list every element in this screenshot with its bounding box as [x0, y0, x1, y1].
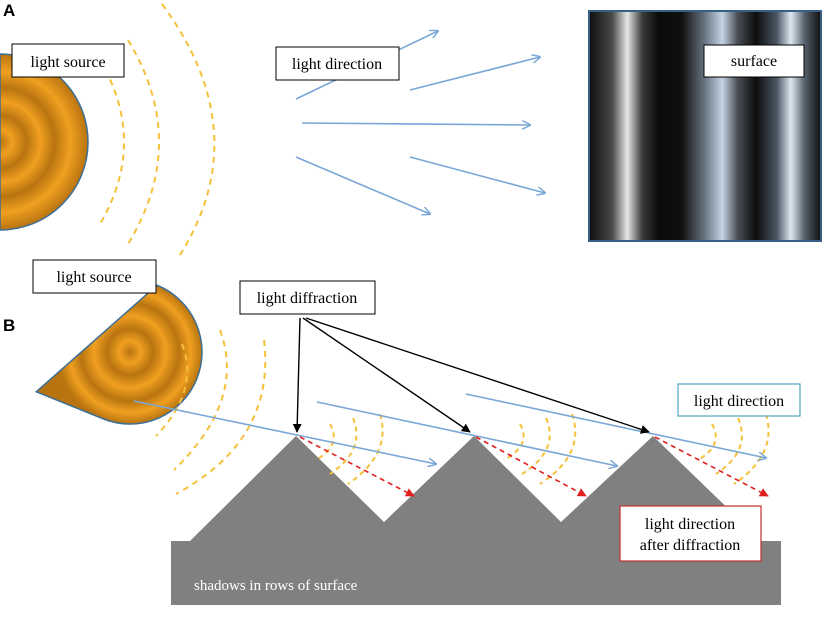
wave-arc: [161, 3, 216, 259]
shadows-label: shadows in rows of surface: [194, 578, 358, 594]
wave-arc: [521, 417, 551, 475]
panel-b-light-source-label: light source: [32, 259, 157, 294]
light-ray: [316, 401, 617, 466]
light-diffraction-label: light diffraction: [239, 280, 376, 315]
panel-b-light-source-text: light source: [56, 269, 131, 286]
pointer-arrow: [302, 317, 471, 433]
wave-arc: [175, 339, 267, 495]
panel-b-diffraction-arcs: [315, 413, 770, 485]
surface-label: surface: [703, 44, 805, 78]
light-ray: [409, 57, 540, 91]
light-ray: [295, 156, 430, 214]
panel-a-light-direction-text: light direction: [292, 56, 382, 73]
diffraction-ray: [654, 436, 769, 497]
panel-b-light-rays: [133, 393, 766, 466]
after-diffraction-label: light direction after diffraction: [619, 505, 762, 562]
wave-arc: [539, 413, 577, 485]
wave-arc: [733, 413, 770, 485]
wave-arc: [155, 343, 189, 437]
wave-arc: [697, 423, 717, 461]
light-ray: [409, 156, 545, 193]
light-diffraction-text: light diffraction: [257, 290, 358, 307]
surface-text: surface: [731, 53, 777, 70]
panel-a-light-source-text: light source: [30, 54, 105, 71]
panel-b-light-direction-text: light direction: [694, 393, 784, 410]
wave-arc: [329, 417, 358, 475]
after-diffraction-text-line1: light direction: [645, 516, 735, 533]
panel-a-letter: A: [3, 1, 15, 20]
light-ray: [465, 393, 766, 458]
diffraction-ray: [475, 436, 587, 497]
panel-b-light-source-shape: [34, 284, 203, 425]
wave-arc: [127, 39, 160, 245]
panel-b-wave-arcs: [155, 329, 267, 495]
light-ray: [301, 123, 530, 125]
pointer-arrow: [305, 317, 650, 434]
wave-arc: [503, 423, 525, 461]
panel-a-light-direction-label: light direction: [275, 46, 400, 81]
ground-surface: [171, 436, 781, 605]
pointer-arrow: [292, 317, 302, 433]
panel-b-letter: B: [3, 316, 15, 335]
panel-a-wave-arcs: [99, 3, 216, 259]
light-ray: [133, 400, 436, 464]
after-diffraction-text-line2: after diffraction: [640, 537, 741, 554]
panel-a-light-source-shape: [0, 53, 89, 231]
wave-arc: [715, 417, 743, 475]
panel-b-diffraction-rays: [299, 436, 769, 497]
wave-arc: [173, 329, 228, 471]
panel-b-light-direction-label: light direction: [677, 383, 801, 417]
panel-b-diffraction-pointers: [292, 317, 650, 434]
wave-arc: [315, 423, 335, 461]
diffraction-ray: [299, 436, 415, 497]
wave-arc: [99, 59, 125, 225]
panel-a-light-source-label: light source: [11, 43, 125, 78]
